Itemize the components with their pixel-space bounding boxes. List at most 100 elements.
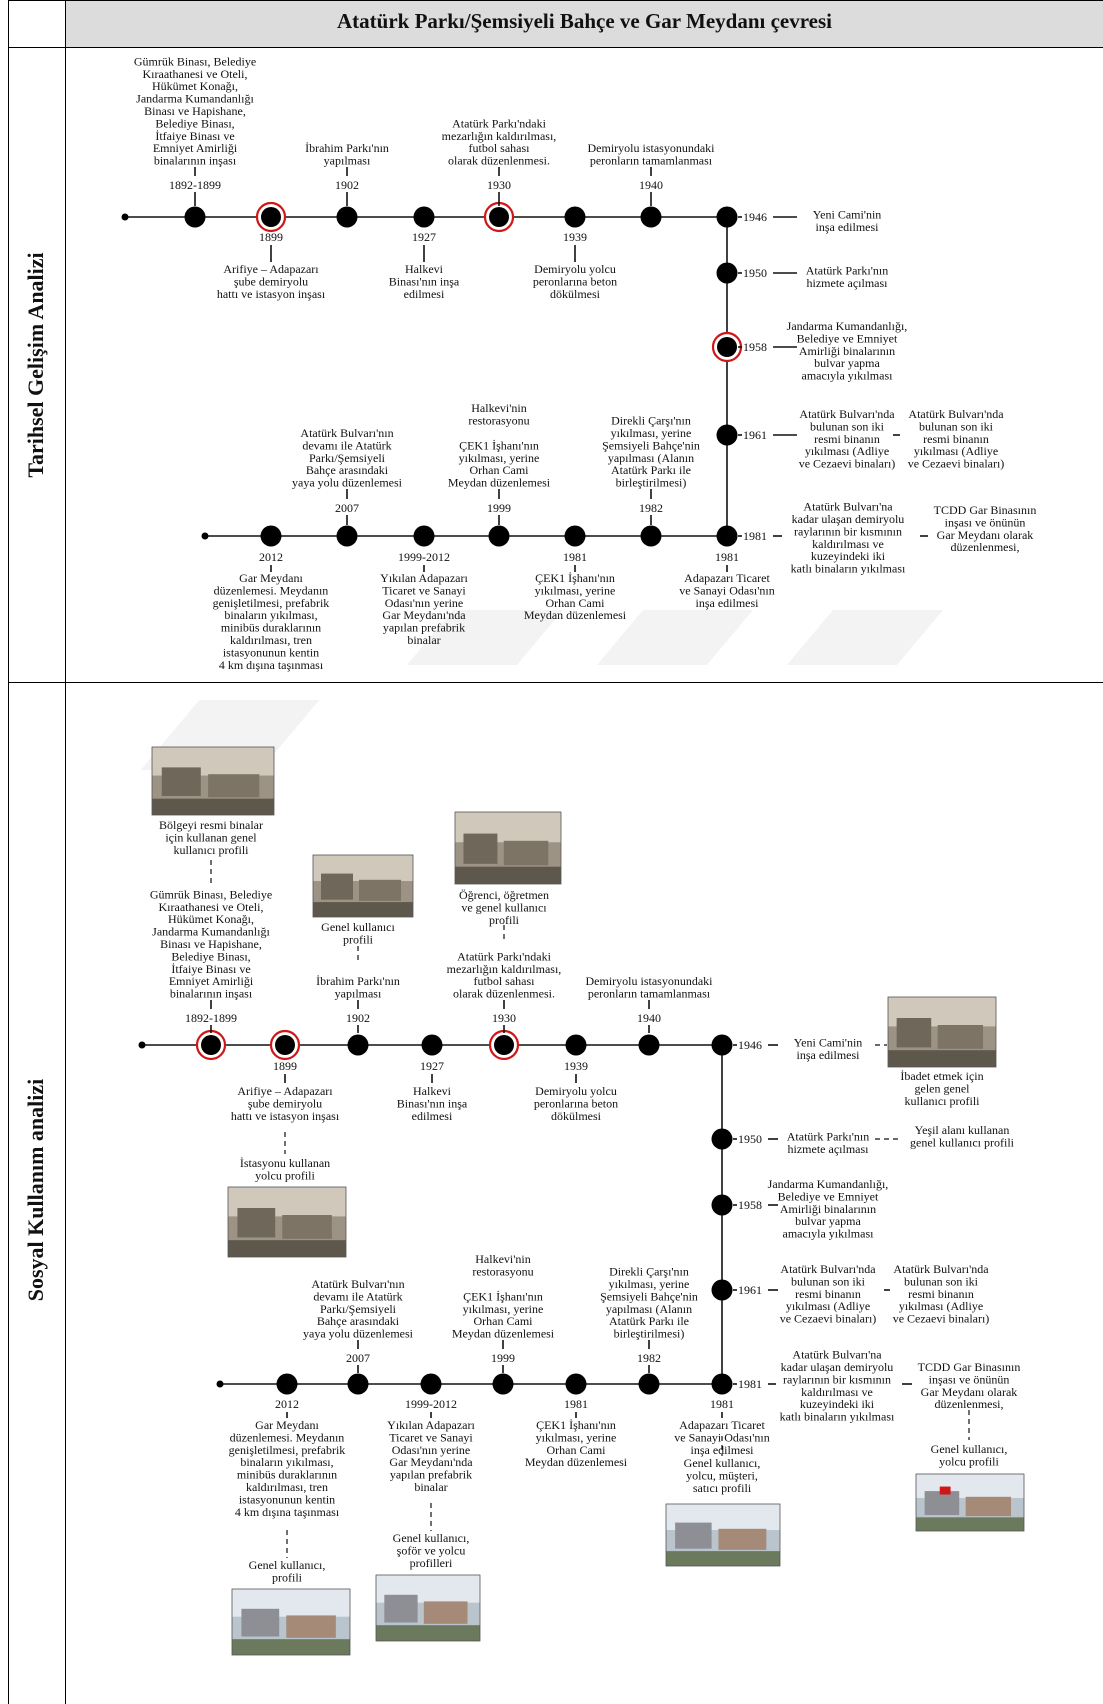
event-description-line: Yeni Cami'nin xyxy=(794,1036,863,1050)
event-description-line: Genel kullanıcı, xyxy=(249,1558,326,1572)
event-description-line: İbrahim Parkı'nın xyxy=(305,141,389,155)
year-label: 1902 xyxy=(346,1011,370,1025)
event-description-line: katlı binaların yıkılması xyxy=(780,1410,895,1424)
timeline-node xyxy=(564,206,586,228)
event-description-line: bulvar yapma xyxy=(814,356,880,370)
event-description-line: Odası'nın yerine xyxy=(392,1443,470,1457)
event-description-line: Parkı/Şemsiyeli xyxy=(309,451,386,465)
event-description-line: Genel kullanıcı, xyxy=(931,1442,1008,1456)
event-description-line: yapılması (Alanın xyxy=(608,451,694,465)
event-description-line: İbrahim Parkı'nın xyxy=(316,974,400,988)
event-description-line: Arifiye – Adapazarı xyxy=(237,1084,333,1098)
event-description-line: birleştirilmesi) xyxy=(616,476,687,490)
event-description-line: Atatürk Bulvarı'nda xyxy=(799,407,895,421)
event-description-line: Binası ve Hapishane, xyxy=(160,937,262,951)
timeline-node xyxy=(336,525,358,547)
event-description-line: Atatürk Bulvarı'na xyxy=(792,1348,882,1362)
event-description-line: mezarlığın kaldırılması, xyxy=(442,129,557,143)
event-description-line: profili xyxy=(489,913,520,927)
event-description-line: Jandarma Kumandanlığı xyxy=(152,925,270,939)
event-description-line: devamı ile Atatürk xyxy=(313,1289,402,1303)
event-description-line: Direkli Çarşı'nın xyxy=(611,414,691,428)
event-description-line: İbadet etmek için xyxy=(900,1069,983,1083)
year-label: 1999 xyxy=(491,1351,515,1365)
event-description-line: Şemsiyeli Bahçe'nin xyxy=(602,438,700,452)
event-description-line: Gümrük Binası, Belediye xyxy=(134,54,256,68)
event-description-line: ve genel kullanıcı xyxy=(461,900,547,914)
year-label: 1940 xyxy=(637,1011,661,1025)
event-description-line: yapılması xyxy=(335,987,382,1001)
event-description-line: ve Cezaevi binaları) xyxy=(799,457,896,471)
event-description-line: amacıyla yıkılması xyxy=(783,1227,875,1241)
prefab-buildings-photo xyxy=(375,1574,481,1642)
event-description-line: kaldırılması ve xyxy=(812,537,884,551)
year-label: 1999 xyxy=(487,501,511,515)
header-divider xyxy=(8,47,1103,48)
year-label: 1930 xyxy=(492,1011,516,1025)
event-description-line: Orhan Cami xyxy=(546,596,606,610)
event-description-line: Demiryolu yolcu xyxy=(535,1084,617,1098)
event-description-line: Emniyet Amirliği xyxy=(169,974,254,988)
timeline-node xyxy=(716,525,738,547)
user-profile-label: Genel kullanıcı,profili xyxy=(249,1558,326,1584)
event-description-line: yaya yolu düzenlemesi xyxy=(292,476,403,490)
year-label: 1927 xyxy=(412,230,436,244)
year-label: 1981 xyxy=(715,550,739,564)
timeline-node xyxy=(201,1035,221,1055)
ibrahim-park-photo xyxy=(312,854,414,918)
event-description-line: Gar Meydanı olarak xyxy=(937,528,1034,542)
year-label: 1946 xyxy=(738,1038,762,1052)
timeline-node xyxy=(640,525,662,547)
header-cell xyxy=(66,0,1103,47)
page-title: Atatürk Parkı/Şemsiyeli Bahçe ve Gar Mey… xyxy=(337,9,832,33)
event-description-line: bulunan son iki xyxy=(904,1274,979,1288)
year-label: 1892-1899 xyxy=(185,1011,237,1025)
event-description-line: Kıraathanesi ve Oteli, xyxy=(159,900,264,914)
event-description-line: ve Cezaevi binaları) xyxy=(780,1312,877,1326)
event-description-line: Ticaret ve Sanayi xyxy=(389,1430,473,1444)
timeline-node xyxy=(260,525,282,547)
timeline-node xyxy=(347,1373,369,1395)
event-description-line: genişletilmesi, prefabrik xyxy=(213,596,330,610)
railway-station-photo xyxy=(227,1186,347,1258)
event-description-line: kuzeyindeki iki xyxy=(800,1397,875,1411)
event-description-line: Gar Meydanı xyxy=(239,571,303,585)
event-description-line: mezarlığın kaldırılması, xyxy=(447,962,562,976)
event-description-line: Atatürk Bulvarı'na xyxy=(803,500,893,514)
year-label: 1961 xyxy=(738,1283,762,1297)
event-description-line: binaların yıkılması, xyxy=(240,1455,333,1469)
event-description-line: yapılan prefabrik xyxy=(383,621,465,635)
event-description-line: Atatürk Parkı'ndaki xyxy=(452,116,546,130)
timeline-node xyxy=(420,1373,442,1395)
event-description-line: yıkılması (Adliye xyxy=(786,1299,870,1313)
event-description-line: Adapazarı Ticaret xyxy=(684,571,770,585)
event-description-line: Atatürk Parkı ile xyxy=(611,463,691,477)
event-description-line: yolcu, müşteri, xyxy=(686,1468,758,1482)
event-description-line: Atatürk Bulvarı'nın xyxy=(300,426,393,440)
event-description-line: hizmete açılması xyxy=(788,1142,870,1156)
event-description-line: Gar Meydanı'nda xyxy=(382,608,466,622)
event-description-line: resmi binanın xyxy=(814,432,880,446)
event-description-line: Genel kullanıcı, xyxy=(684,1456,761,1470)
event-description-line: ÇEK1 İşhanı'nın xyxy=(535,571,615,585)
event-description-line: edilmesi xyxy=(412,1109,453,1123)
event-description-line: birleştirilmesi) xyxy=(614,1327,685,1341)
event-description-line: 4 km dışına taşınması xyxy=(235,1505,340,1519)
event-description-line: yıkılması, yerine xyxy=(611,426,692,440)
event-description-line: inşası ve önünün xyxy=(945,515,1026,529)
timeline-start-dot xyxy=(201,532,209,540)
timeline-node xyxy=(711,1194,733,1216)
event-description-line: ve Cezaevi binaları) xyxy=(893,1312,990,1326)
year-label: 1981 xyxy=(743,529,767,543)
timeline-node xyxy=(716,262,738,284)
year-label: 1899 xyxy=(259,230,283,244)
